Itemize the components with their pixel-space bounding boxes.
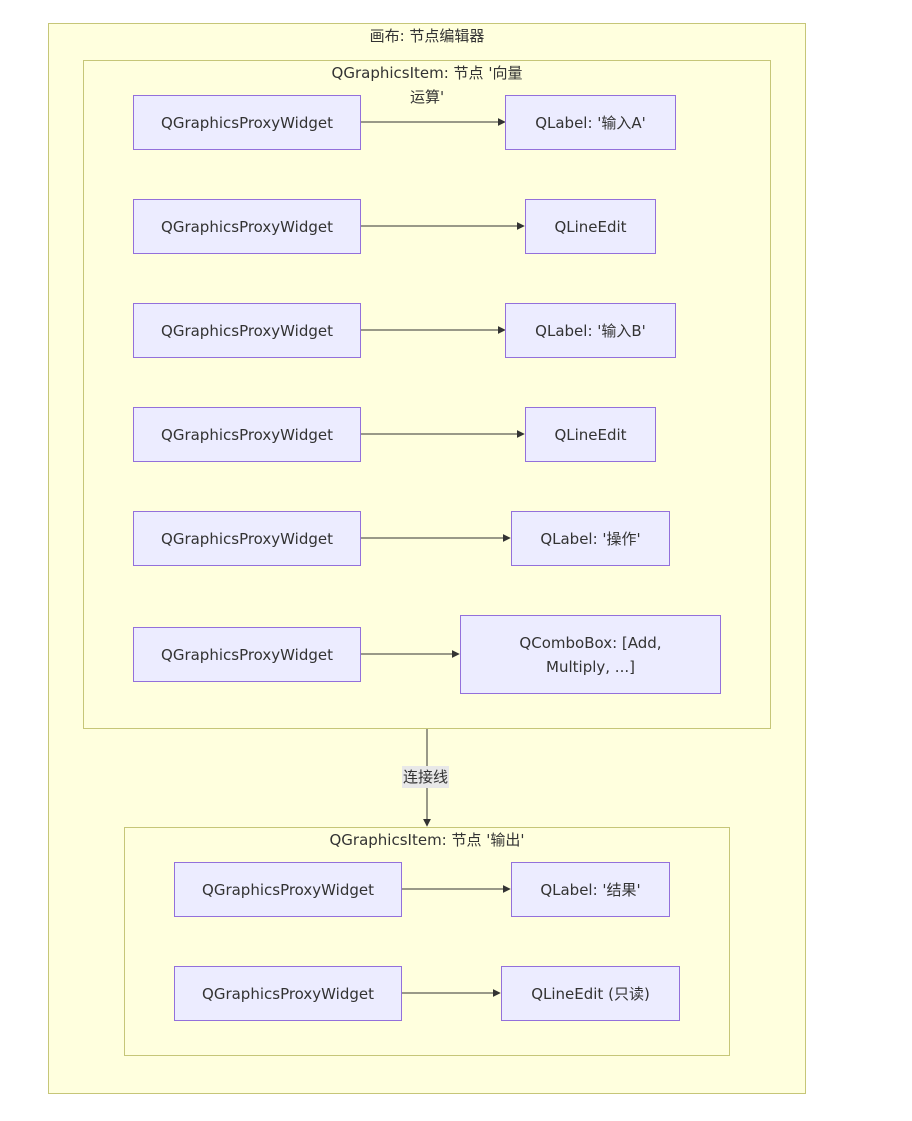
label-input-b-node: QLabel: '输入B' xyxy=(505,303,676,358)
proxy-widget-node: QGraphicsProxyWidget xyxy=(133,199,361,254)
proxy-widget-node: QGraphicsProxyWidget xyxy=(133,627,361,682)
lineedit-b-node: QLineEdit xyxy=(525,407,656,462)
proxy-widget-node: QGraphicsProxyWidget xyxy=(174,966,402,1021)
lineedit-a-node: QLineEdit xyxy=(525,199,656,254)
label-result-node: QLabel: '结果' xyxy=(511,862,670,917)
canvas-title: 画布: 节点编辑器 xyxy=(369,27,485,45)
proxy-widget-node: QGraphicsProxyWidget xyxy=(133,407,361,462)
proxy-widget-node: QGraphicsProxyWidget xyxy=(174,862,402,917)
lineedit-readonly-node: QLineEdit (只读) xyxy=(501,966,680,1021)
proxy-widget-node: QGraphicsProxyWidget xyxy=(133,95,361,150)
connection-edge-label: 连接线 xyxy=(402,766,450,788)
node-vector-title-line2: 运算' xyxy=(409,88,445,106)
combobox-node: QComboBox: [Add, Multiply, ...] xyxy=(460,615,721,694)
combobox-node-line2: Multiply, ...] xyxy=(546,657,635,676)
proxy-widget-node: QGraphicsProxyWidget xyxy=(133,303,361,358)
label-operation-node: QLabel: '操作' xyxy=(511,511,670,566)
node-vector-title-line1: QGraphicsItem: 节点 '向量 xyxy=(331,64,523,82)
node-output-title: QGraphicsItem: 节点 '输出' xyxy=(329,831,525,849)
combobox-node-line1: QComboBox: [Add, xyxy=(519,633,662,652)
label-input-a-node: QLabel: '输入A' xyxy=(505,95,676,150)
proxy-widget-node: QGraphicsProxyWidget xyxy=(133,511,361,566)
